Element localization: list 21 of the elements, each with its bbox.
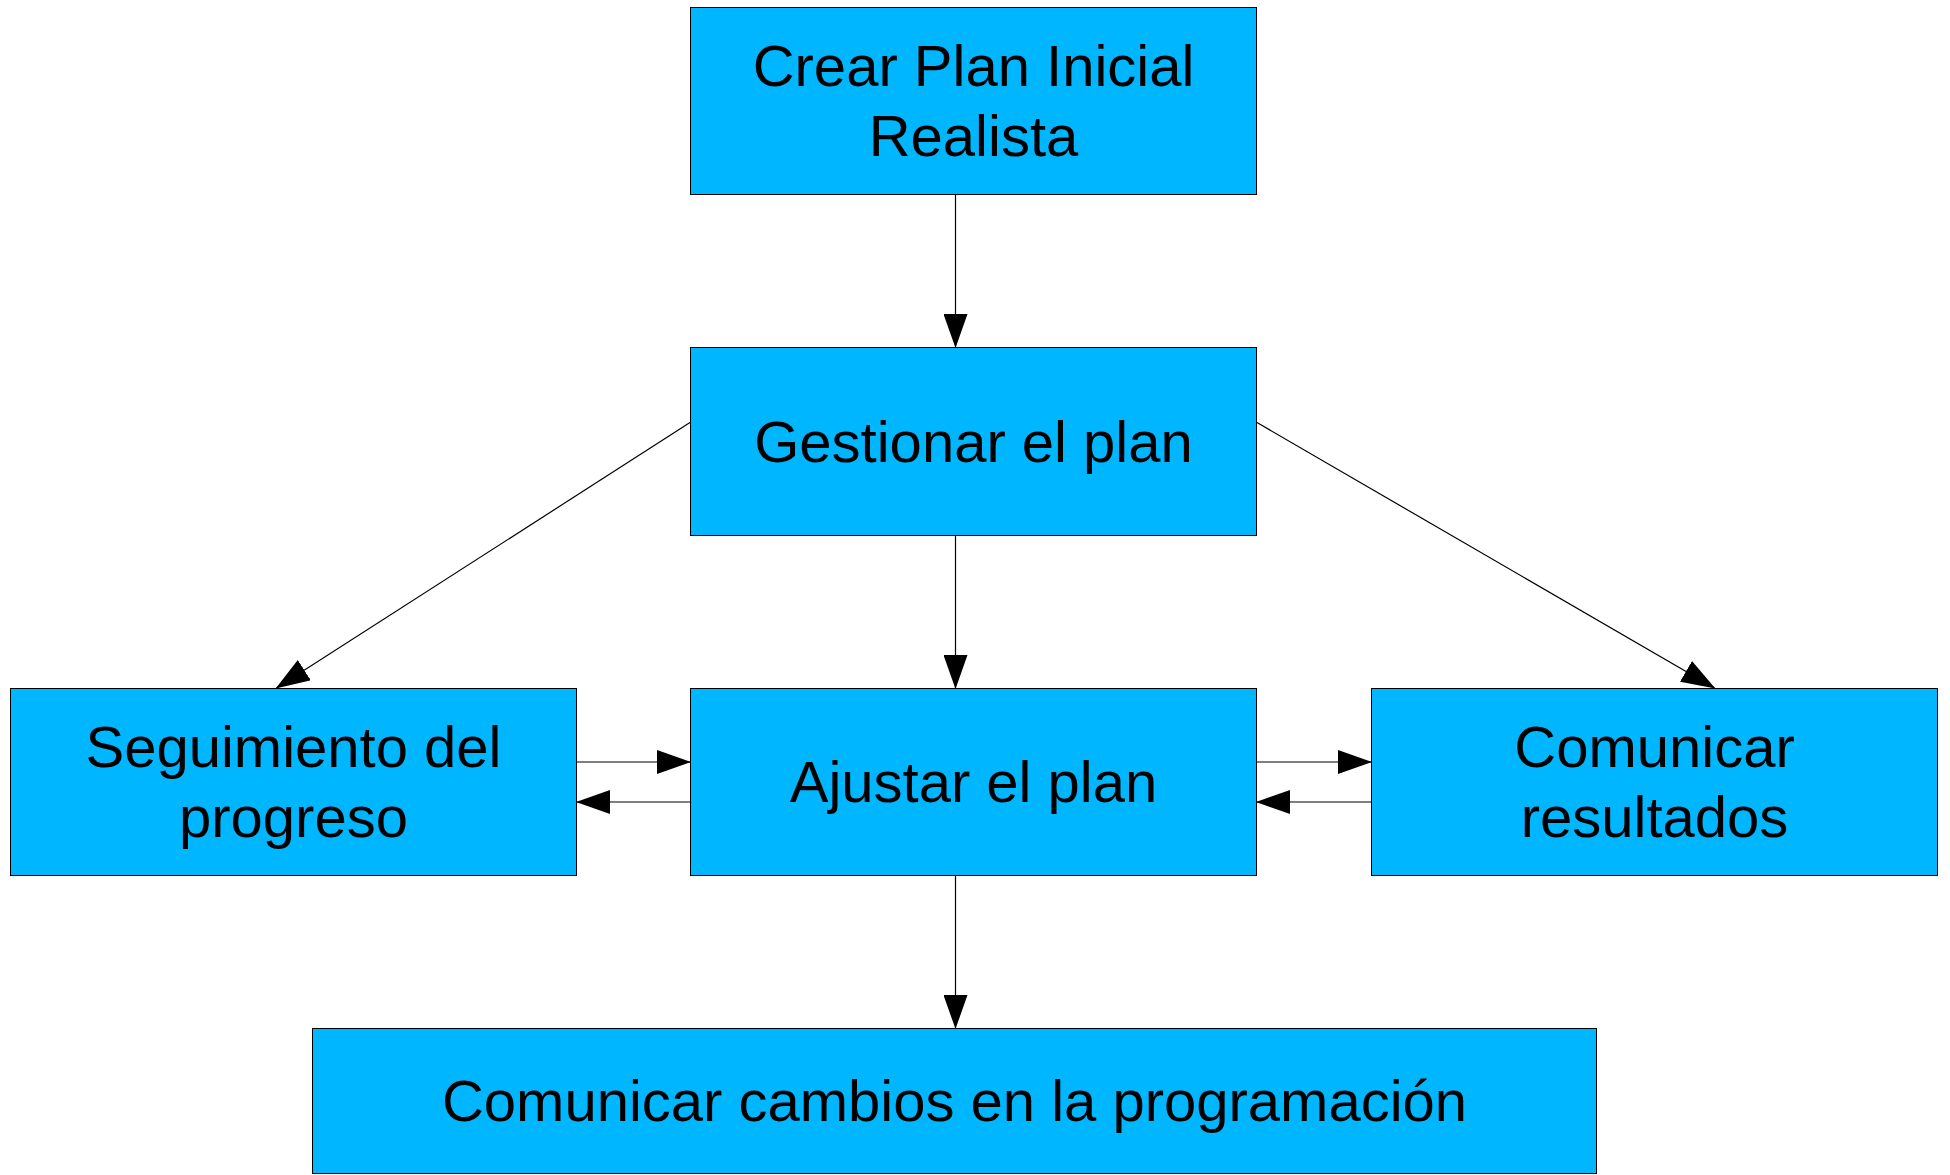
arrow bbox=[1256, 422, 1716, 689]
process-box bbox=[690, 347, 1257, 536]
process-box bbox=[312, 1028, 1597, 1174]
arrow bbox=[943, 194, 968, 348]
arrow bbox=[1256, 790, 1372, 814]
box-label: Comunicar cambios en la programación bbox=[440, 1067, 1469, 1136]
box-label: Seguimiento del progreso bbox=[84, 713, 503, 851]
arrow bbox=[576, 790, 691, 814]
process-box bbox=[10, 688, 577, 876]
box-label: Crear Plan Inicial Realista bbox=[751, 32, 1196, 170]
arrow bbox=[1256, 750, 1372, 774]
arrow bbox=[943, 875, 968, 1029]
box-label: Comunicar resultados bbox=[1513, 713, 1796, 851]
process-box bbox=[1371, 688, 1938, 876]
process-box bbox=[690, 7, 1257, 195]
arrow bbox=[576, 750, 691, 774]
box-label: Gestionar el plan bbox=[753, 407, 1194, 476]
box-label: Ajustar el plan bbox=[788, 748, 1159, 817]
arrow bbox=[275, 422, 691, 689]
arrow bbox=[943, 535, 968, 689]
process-box bbox=[690, 688, 1257, 876]
